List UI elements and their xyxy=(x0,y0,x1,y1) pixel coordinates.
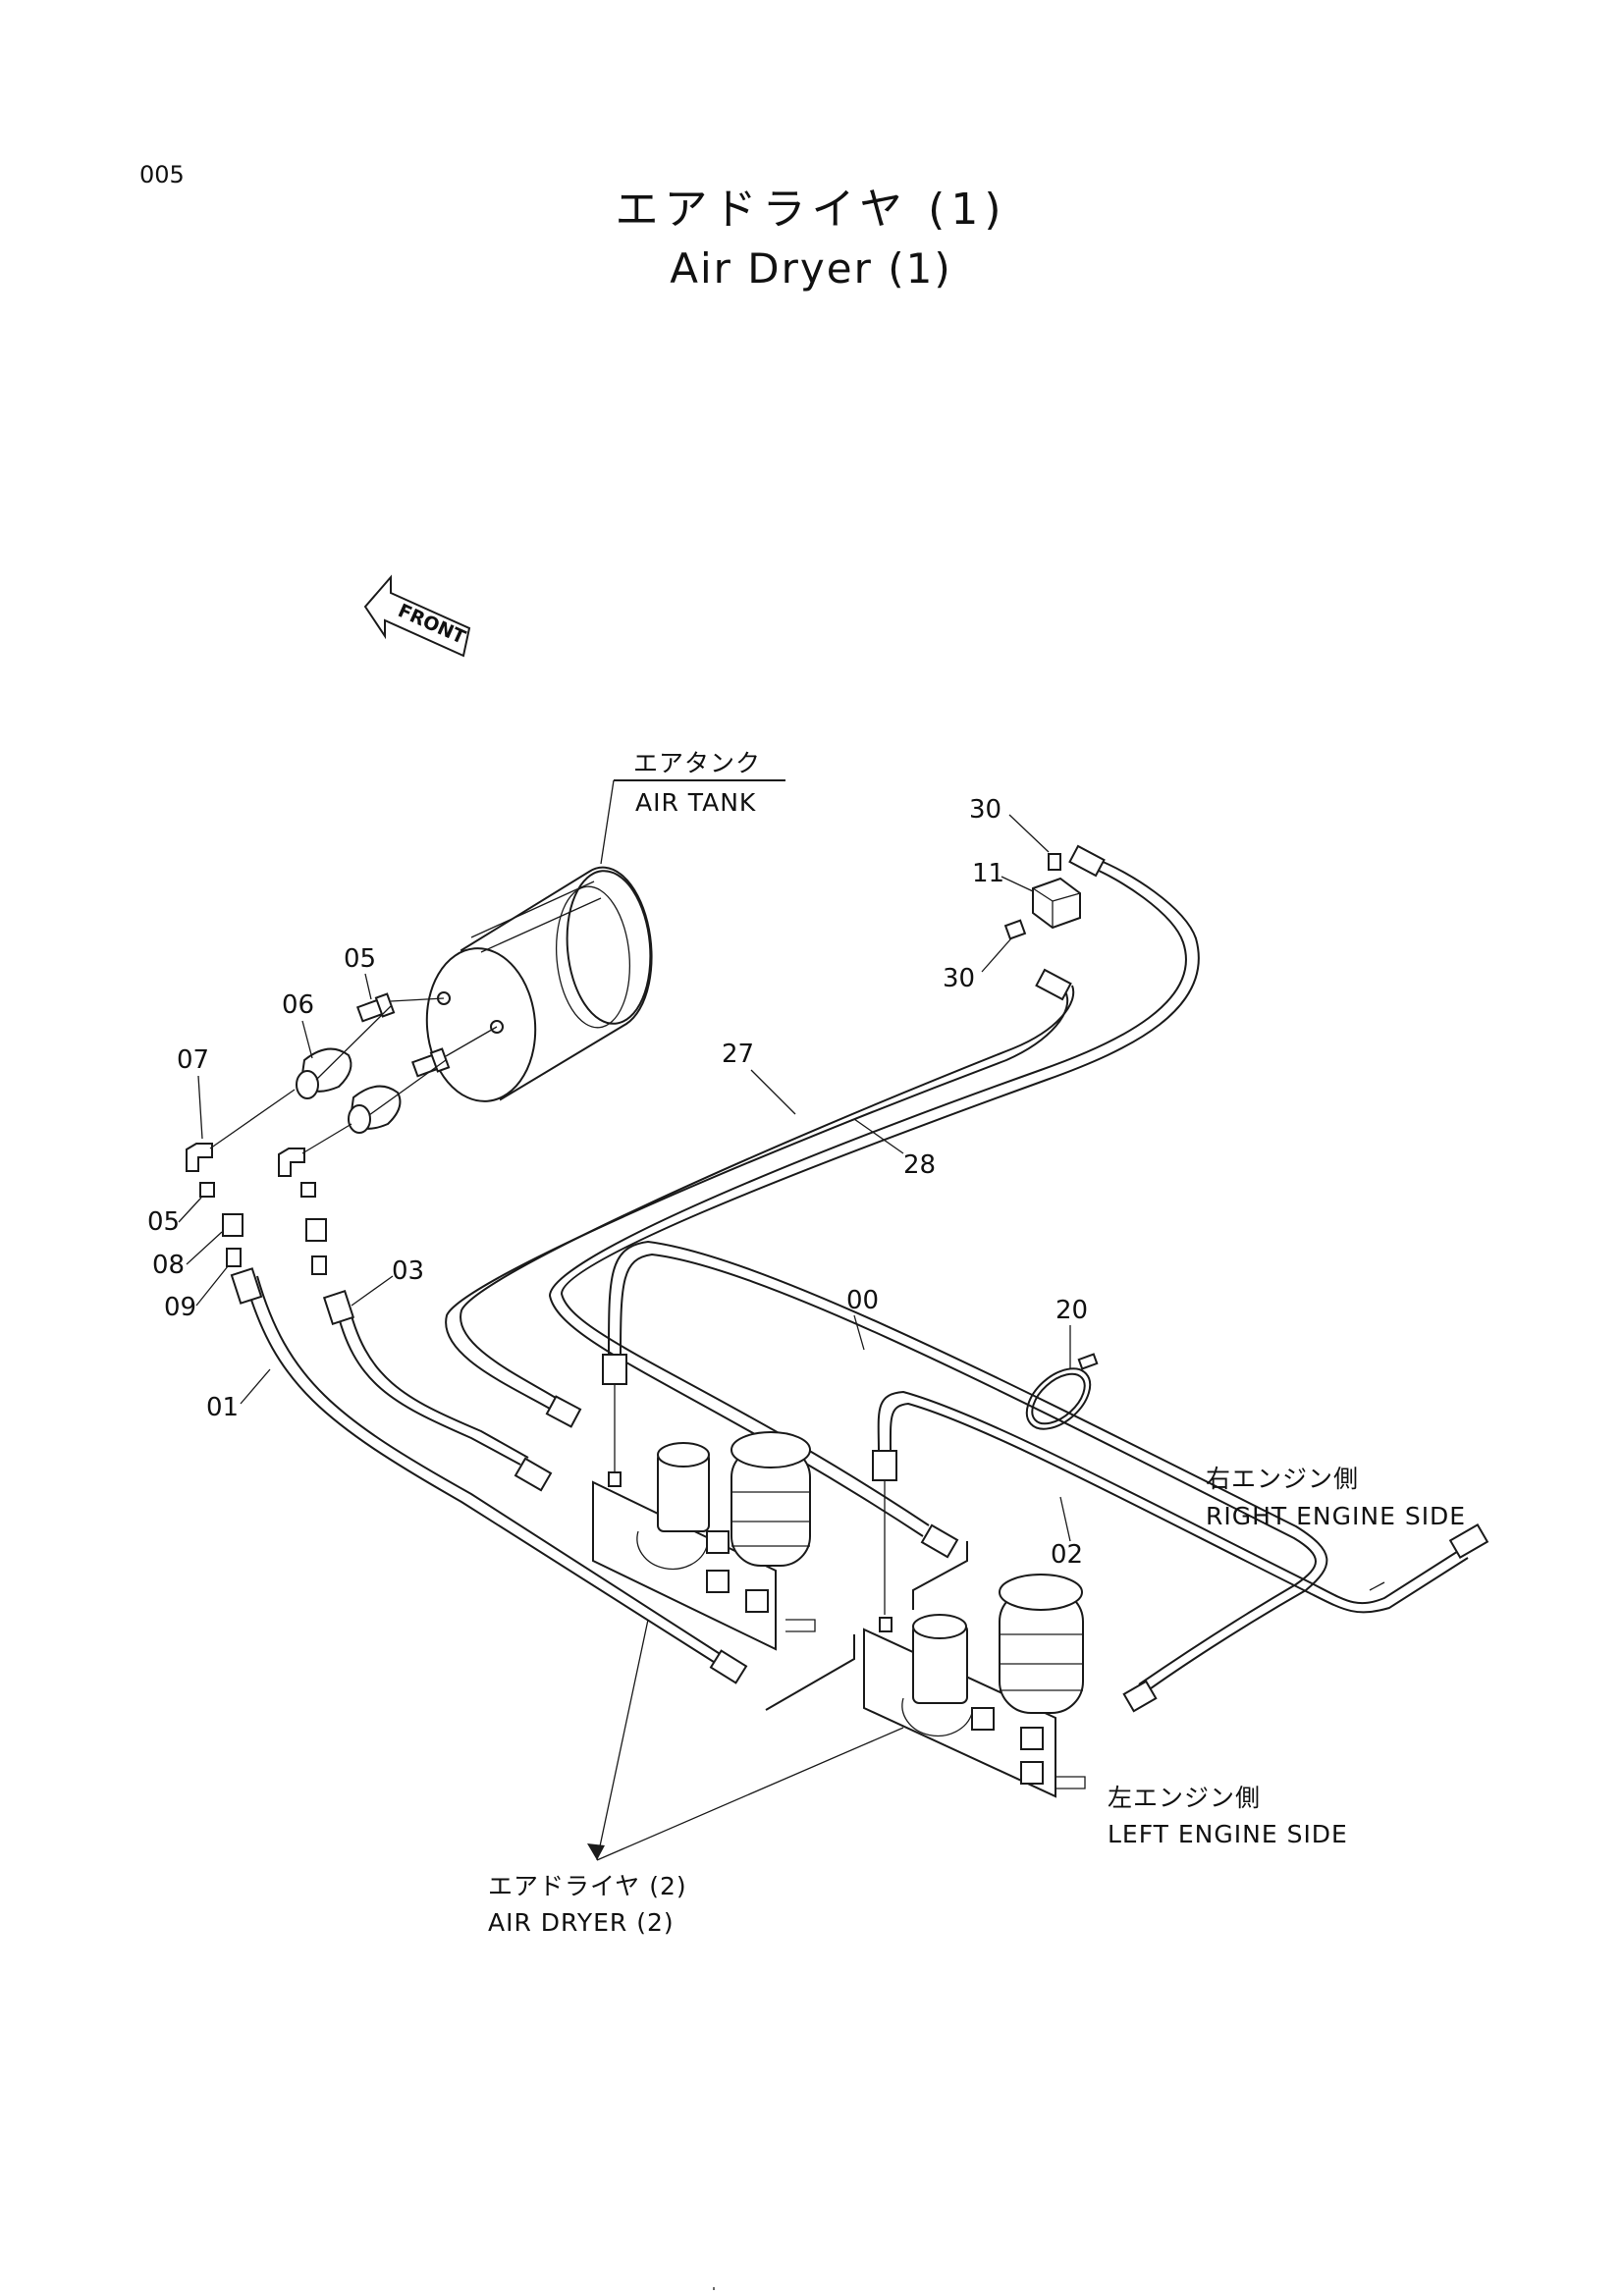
air-tank-label-en: AIR TANK xyxy=(635,788,756,817)
callout-00: 00 xyxy=(846,1286,879,1315)
callout-11: 11 xyxy=(972,859,1004,888)
callout-27: 27 xyxy=(722,1040,754,1069)
inter-dryer-pipe xyxy=(765,1541,968,1711)
callout-01: 01 xyxy=(206,1393,239,1422)
hose-01 xyxy=(230,1267,748,1684)
air-tank-label-jp: エアタンク xyxy=(633,749,761,777)
callout-06: 06 xyxy=(282,990,314,1020)
air-tank-label: エアタンク AIR TANK xyxy=(600,749,785,865)
callout-09: 09 xyxy=(164,1293,196,1322)
line-02 xyxy=(872,1390,1489,1615)
callout-05-mid: 05 xyxy=(147,1207,180,1237)
right-side-en: RIGHT ENGINE SIDE xyxy=(1206,1502,1466,1530)
hose-03 xyxy=(322,1290,553,1492)
block-11-with-plugs xyxy=(1003,853,1081,940)
page-number: 005 xyxy=(139,161,185,188)
tie-band-20 xyxy=(1025,1353,1099,1430)
callout-20: 20 xyxy=(1055,1296,1088,1325)
front-arrow-icon: FRONT xyxy=(363,574,471,658)
callout-30-bottom: 30 xyxy=(943,964,975,993)
callout-07: 07 xyxy=(177,1045,209,1075)
left-side-jp: 左エンジン側 xyxy=(1108,1784,1261,1812)
callout-numbers: 30 11 30 05 06 07 27 28 05 08 09 03 00 2… xyxy=(147,795,1088,1570)
lines-27-28 xyxy=(445,844,1200,1559)
callout-02: 02 xyxy=(1051,1540,1083,1570)
left-engine-side-label: 左エンジン側 LEFT ENGINE SIDE xyxy=(1108,1784,1348,1848)
right-side-jp: 右エンジン側 xyxy=(1206,1465,1359,1493)
right-engine-side-label: 右エンジン側 RIGHT ENGINE SIDE xyxy=(1206,1465,1466,1530)
air-tank-drawing xyxy=(425,866,653,1102)
callout-30-top: 30 xyxy=(969,795,1001,825)
callout-08: 08 xyxy=(152,1251,185,1280)
air-dryer-2-label: エアドライヤ (2) AIR DRYER (2) xyxy=(488,1619,904,1937)
left-side-en: LEFT ENGINE SIDE xyxy=(1108,1820,1348,1848)
callout-03: 03 xyxy=(392,1256,424,1286)
page-title-jp: エアドライヤ (1) xyxy=(616,185,1007,235)
air-dryer-2-en: AIR DRYER (2) xyxy=(488,1908,675,1937)
air-dryer-unit-2 xyxy=(863,1574,1086,1798)
page-title-en: Air Dryer (1) xyxy=(670,244,951,293)
callout-28: 28 xyxy=(903,1150,936,1180)
callout-05-top: 05 xyxy=(344,944,376,974)
fittings-tank-side xyxy=(186,992,498,1275)
line-00 xyxy=(602,1240,1328,1713)
air-dryer-2-jp: エアドライヤ (2) xyxy=(488,1872,687,1900)
air-dryer-unit-1 xyxy=(592,1431,816,1651)
